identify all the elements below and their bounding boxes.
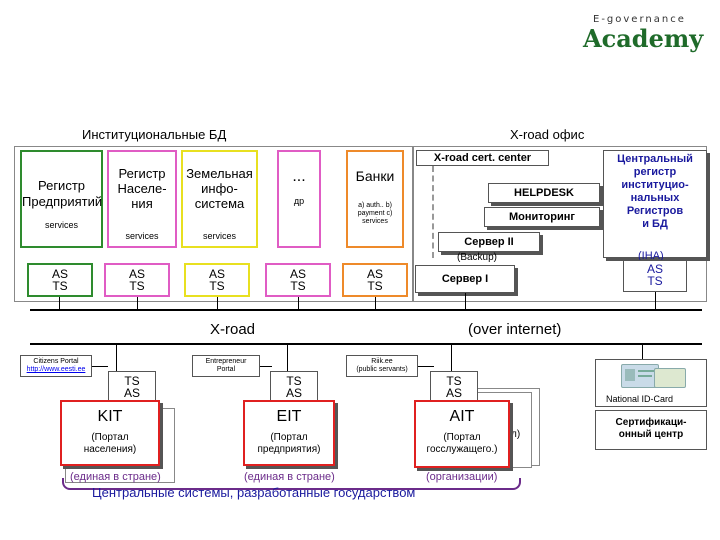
land-services: services	[202, 231, 236, 241]
population-register: Регистр Населе- ния services	[107, 150, 177, 248]
backup-label: (Backup)	[457, 252, 498, 263]
institutional-db-header: Институциональные БД	[82, 127, 227, 142]
footer-brace	[62, 478, 521, 490]
as-ts-central: AS TS	[623, 260, 687, 292]
citizens-portal-url[interactable]: http://www.eesti.ee	[26, 366, 86, 373]
population-register-line1: Регистр	[118, 166, 166, 181]
ts-as-kit: TS AS	[108, 371, 156, 405]
logo: E-governance Academy	[583, 14, 703, 54]
helpdesk-box: HELPDESK	[488, 183, 600, 203]
kit-note: (единая в стране)	[70, 471, 161, 483]
ts-as-eit: TS AS	[270, 371, 318, 405]
central-registry: Центральный регистр институцио- нальных …	[603, 150, 707, 258]
logo-big-text: Academy	[583, 24, 704, 53]
as-ts-banks: AS TS	[342, 263, 408, 297]
population-services: services	[125, 231, 159, 241]
banks-title: Банки	[355, 168, 395, 184]
id-card-box: National ID-Card	[595, 359, 707, 407]
ait-shadow-text: л)	[511, 429, 521, 440]
entrepreneur-portal[interactable]: Entrepreneur Portal	[192, 355, 260, 377]
enterprise-services: services	[44, 220, 78, 230]
xroad-office-header: X-road офис	[510, 127, 585, 142]
as-ts-population: AS TS	[104, 263, 170, 297]
server1-box: Сервер I	[415, 265, 515, 293]
citizens-portal-name: Citizens Portal	[33, 358, 79, 365]
logo-small-text: E-governance	[593, 14, 686, 25]
as-ts-other: AS TS	[265, 263, 331, 297]
enterprise-register: Регистр Предприятий services	[20, 150, 103, 248]
citizens-portal[interactable]: Citizens Portal http://www.eesti.ee	[20, 355, 92, 377]
as-ts-land: AS TS	[184, 263, 250, 297]
enterprise-register-line1: Регистр	[37, 178, 86, 193]
monitoring-box: Мониторинг	[484, 207, 600, 227]
xroad-bar: X-road (over internet)	[30, 309, 702, 345]
enterprise-register-line2: Предприятий	[22, 194, 103, 209]
xroad-bar-left-label: X-road	[210, 321, 256, 338]
ait-box: AIT (Портал госслужащего.)	[414, 400, 510, 468]
kit-title: KIT	[97, 408, 123, 425]
cert-center-box: X-road cert. center	[416, 150, 549, 166]
land-info-line1: Земельная	[186, 166, 253, 181]
land-info-line3: система	[194, 196, 245, 211]
eit-note: (единая в стране)	[244, 471, 335, 483]
office-dashed-line	[432, 166, 434, 258]
xroad-bar-right-label: (over internet)	[468, 321, 562, 338]
banks-box: Банки a) auth.. b) payment c) services	[346, 150, 404, 248]
ait-note: (организации)	[426, 471, 498, 483]
eit-title: EIT	[276, 408, 302, 425]
banks-services: a) auth.. b) payment c) services	[357, 202, 393, 225]
ts-as-ait: TS AS	[430, 371, 478, 405]
land-info-line2: инфо-	[201, 181, 238, 196]
other-register-sub: др	[293, 196, 305, 206]
as-ts-enterprise: AS TS	[27, 263, 93, 297]
land-info-system: Земельная инфо- система services	[181, 150, 258, 248]
cert-authority-box: Сертификаци- онный центр	[595, 410, 707, 450]
footer-text: Центральные системы, разработанные госуд…	[92, 485, 416, 500]
id-card-image	[621, 364, 659, 388]
server2-box: Сервер II	[438, 232, 540, 252]
id-card-label: National ID-Card	[606, 394, 674, 404]
kit-box: KIT (Портал населения)	[60, 400, 160, 466]
id-card-image-2	[654, 368, 686, 388]
ait-title: AIT	[449, 408, 475, 425]
other-register-title: ...	[292, 168, 306, 185]
eit-box: EIT (Портал предприятия)	[243, 400, 335, 466]
other-register: ... др	[277, 150, 321, 248]
central-registry-iha: (IHA)	[638, 250, 664, 262]
population-register-line2: Населе-	[117, 181, 167, 196]
population-register-line3: ния	[131, 196, 153, 211]
riik-portal[interactable]: Riik.ee (public servants)	[346, 355, 418, 377]
